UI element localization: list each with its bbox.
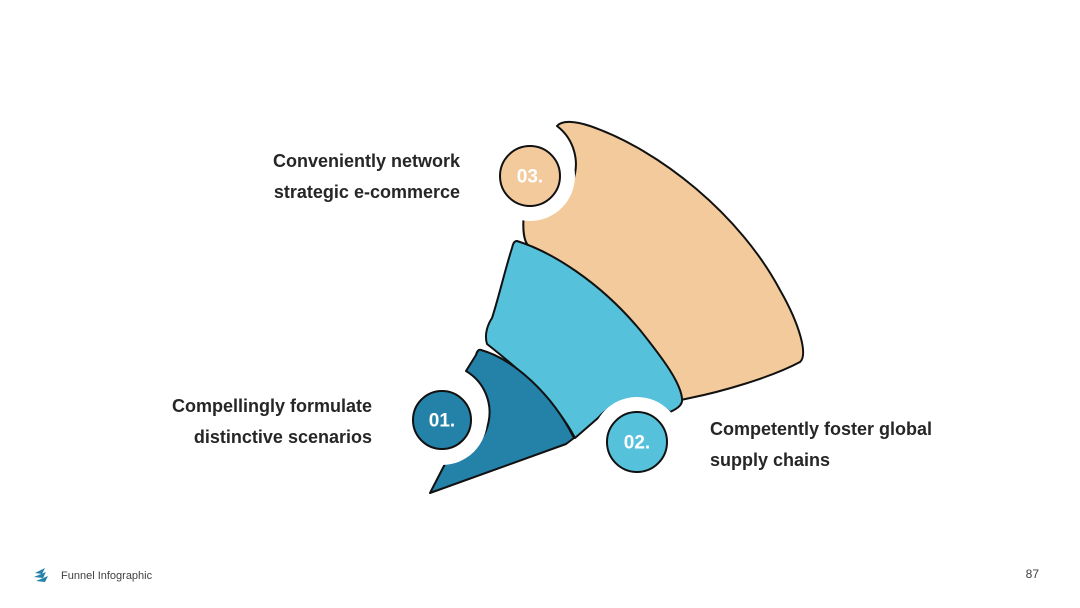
stage-02-text-line1: Competently foster global — [710, 419, 933, 439]
badge-02-number: 02. — [624, 433, 650, 454]
stage-03-text-line1: Conveniently network — [272, 151, 460, 171]
stage-01-text-line1: Compellingly formulate — [171, 396, 372, 416]
stage-02-text-line2: supply chains — [710, 450, 831, 470]
badge-02: 02. — [592, 397, 682, 487]
stage-03-label: Conveniently network strategic e-commerc… — [230, 146, 460, 208]
footer-title: Funnel Infographic — [61, 570, 153, 582]
stage-01-text-line2: distinctive scenarios — [193, 427, 372, 447]
badge-03-number: 03. — [517, 167, 543, 188]
stage-01-label: Compellingly formulate distinctive scena… — [140, 391, 372, 453]
page-number: 87 — [1025, 567, 1039, 581]
badge-01-number: 01. — [429, 411, 455, 432]
stage-02-label: Competently foster global supply chains — [710, 414, 970, 476]
badge-01: 01. — [397, 375, 487, 465]
stage-03-text-line2: strategic e-commerce — [273, 182, 460, 202]
badge-03: 03. — [485, 131, 575, 221]
stacked-triangles-logo-icon — [34, 568, 48, 582]
